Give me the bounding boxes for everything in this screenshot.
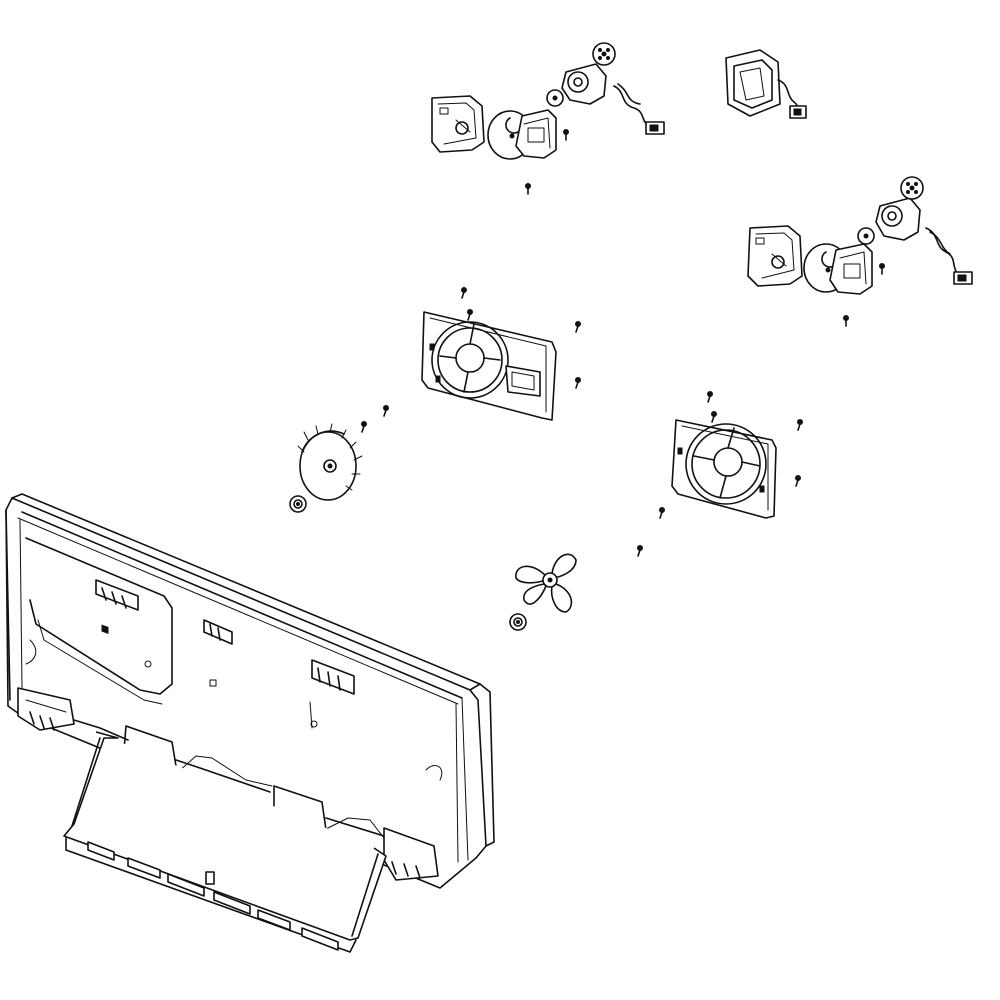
screw-icon: [461, 287, 467, 299]
fan-blade: [515, 553, 577, 613]
vent-icon: [95, 579, 139, 634]
slot-icon: [87, 841, 339, 951]
blower-wheel: [297, 423, 363, 501]
screw-icon: [575, 377, 581, 389]
damper-cog-icon: [592, 42, 616, 66]
upper-damper-assembly: [431, 42, 665, 195]
screw-icon: [711, 411, 717, 423]
screw-icon: [659, 507, 665, 519]
upper-fan-bracket: [421, 311, 557, 421]
right-damper-assembly: [747, 176, 973, 327]
grommet-icon: [509, 613, 527, 631]
screw-icon: [467, 309, 473, 321]
damper-gear: [857, 197, 921, 245]
screw-icon: [707, 391, 713, 403]
screw-icon: [843, 315, 849, 327]
damper-motor: [515, 109, 557, 159]
screw-icon: [797, 419, 803, 431]
damper-housing-left: [431, 95, 485, 153]
vent-icon: [29, 711, 55, 731]
screw-icon: [361, 421, 367, 433]
screw-icon: [795, 475, 801, 487]
grommet-icon: [289, 495, 307, 513]
damper-wire-harness: [925, 227, 973, 285]
vent-icon: [203, 619, 233, 645]
vent-icon: [311, 659, 355, 695]
screw-icon: [563, 129, 569, 141]
damper-cog-icon: [900, 176, 924, 200]
damper-housing-left: [747, 225, 803, 287]
evaporator-cover: [5, 493, 495, 889]
drain-panel: [63, 731, 387, 953]
screw-icon: [525, 183, 531, 195]
screw-icon: [879, 263, 885, 275]
lower-fan-bracket: [671, 419, 777, 519]
upper-duct-damper: [725, 49, 807, 119]
damper-wire-harness: [613, 83, 665, 135]
screw-icon: [575, 321, 581, 333]
damper-motor: [829, 243, 873, 295]
damper-gear: [546, 63, 607, 107]
screw-icon: [383, 405, 389, 417]
screw-icon: [637, 545, 643, 557]
